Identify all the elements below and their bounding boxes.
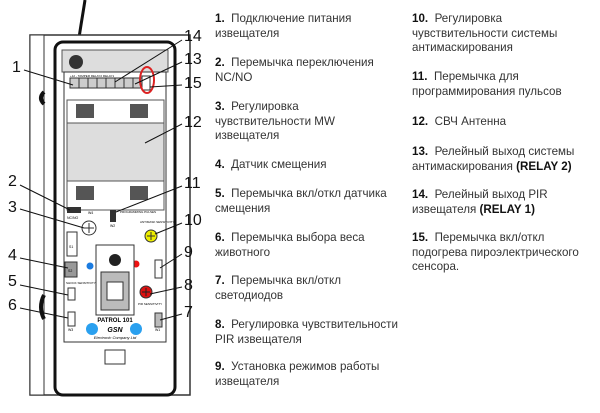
led-jumper bbox=[154, 312, 163, 328]
callout-2: 2 bbox=[8, 173, 17, 190]
legend-item-6: 6. Перемычка выбора веса животного bbox=[215, 231, 365, 259]
callout-4: 4 bbox=[8, 247, 17, 264]
shock-jumper bbox=[67, 287, 76, 301]
w3-label: W3 bbox=[68, 328, 73, 332]
callout-8: 8 bbox=[184, 277, 193, 294]
mount-hole-right bbox=[130, 323, 142, 335]
callout-6: 6 bbox=[8, 297, 17, 314]
w2-label: W2 bbox=[110, 224, 115, 228]
s2-label: S2 bbox=[68, 269, 72, 273]
model-label: PATROL 101 bbox=[97, 318, 133, 324]
mw-antenna bbox=[66, 122, 165, 182]
callout-5: 5 bbox=[8, 273, 17, 290]
company-label: Electronic Company Ltd bbox=[94, 335, 137, 340]
leader-lines bbox=[19, 39, 183, 321]
legend-item-2: 2. Перемычка переключения NC/NO bbox=[215, 56, 374, 84]
callout-13: 13 bbox=[184, 51, 202, 68]
ncno-jumper bbox=[67, 207, 81, 213]
heater-jumper bbox=[141, 75, 151, 91]
legend-item-4: 4. Датчик смещения bbox=[215, 158, 327, 171]
callout-7: 7 bbox=[184, 304, 193, 321]
pet-weight-jumper bbox=[67, 311, 76, 327]
legend-item-7: 7. Перемычка вкл/откл светодиодов bbox=[215, 274, 341, 302]
ncno-label: NC/NO bbox=[67, 216, 79, 220]
callout-15: 15 bbox=[184, 75, 202, 92]
legend-item-13: 13. Релейный выход системы антимаскирова… bbox=[412, 145, 575, 173]
callout-12: 12 bbox=[184, 114, 202, 131]
shock-sensitivity-label: SHOCK SENSITIVITY bbox=[66, 281, 96, 285]
blue-led bbox=[86, 262, 94, 270]
legend-item-14: 14. Релейный выход PIR извещателя (RELAY… bbox=[412, 188, 548, 216]
callout-11: 11 bbox=[184, 175, 201, 192]
programming-label: PROGRAMMING PULSES bbox=[120, 210, 156, 214]
pir-sensitivity-label: PIR SENSITIVITY bbox=[138, 302, 162, 306]
legend-item-15: 15. Перемычка вкл/откл подогрева пироэле… bbox=[412, 231, 579, 273]
callout-1: 1 bbox=[12, 59, 21, 76]
legend-item-3: 3. Регулировка чувствительности MW извещ… bbox=[215, 100, 335, 142]
legend-item-11: 11. Перемычка для программирования пульс… bbox=[412, 70, 562, 98]
callout-14: 14 bbox=[184, 28, 202, 45]
w1-label: W1 bbox=[155, 328, 160, 332]
programming-jumper bbox=[110, 210, 116, 222]
callout-9: 9 bbox=[184, 244, 193, 261]
callout-10: 10 bbox=[184, 212, 202, 229]
s1 bbox=[66, 231, 78, 257]
legend-item-5: 5. Перемычка вкл/откл датчика смещения bbox=[215, 187, 387, 215]
s1-label: S1 bbox=[69, 245, 73, 249]
legend-item-8: 8. Регулировка чувствительности PIR изве… bbox=[215, 318, 398, 346]
w4-label: W4 bbox=[88, 211, 93, 215]
brand-logo: GSN bbox=[107, 327, 123, 334]
legend-item-9: 9. Установка режимов работы извещателя bbox=[215, 360, 380, 388]
antimask-label: ANTIMASK SENSITIVITY bbox=[140, 220, 175, 224]
mode-jumper bbox=[154, 259, 163, 279]
highlight-circle bbox=[139, 66, 155, 94]
callout-3: 3 bbox=[8, 199, 17, 216]
terminal-label: +12 - TAMPER RELAY2 RELAY1 bbox=[70, 74, 115, 78]
legend-item-1: 1. Подключение питания извещателя bbox=[215, 12, 352, 40]
mount-hole-left bbox=[86, 323, 98, 335]
legend-item-12: 12. СВЧ Антенна bbox=[412, 115, 507, 128]
legend-item-10: 10. Регулировка чувствительности системы… bbox=[412, 12, 558, 54]
pir-lens bbox=[109, 254, 121, 266]
shock-sensor bbox=[64, 261, 78, 278]
cable-grommet bbox=[69, 55, 83, 69]
terminal-block bbox=[69, 77, 143, 89]
